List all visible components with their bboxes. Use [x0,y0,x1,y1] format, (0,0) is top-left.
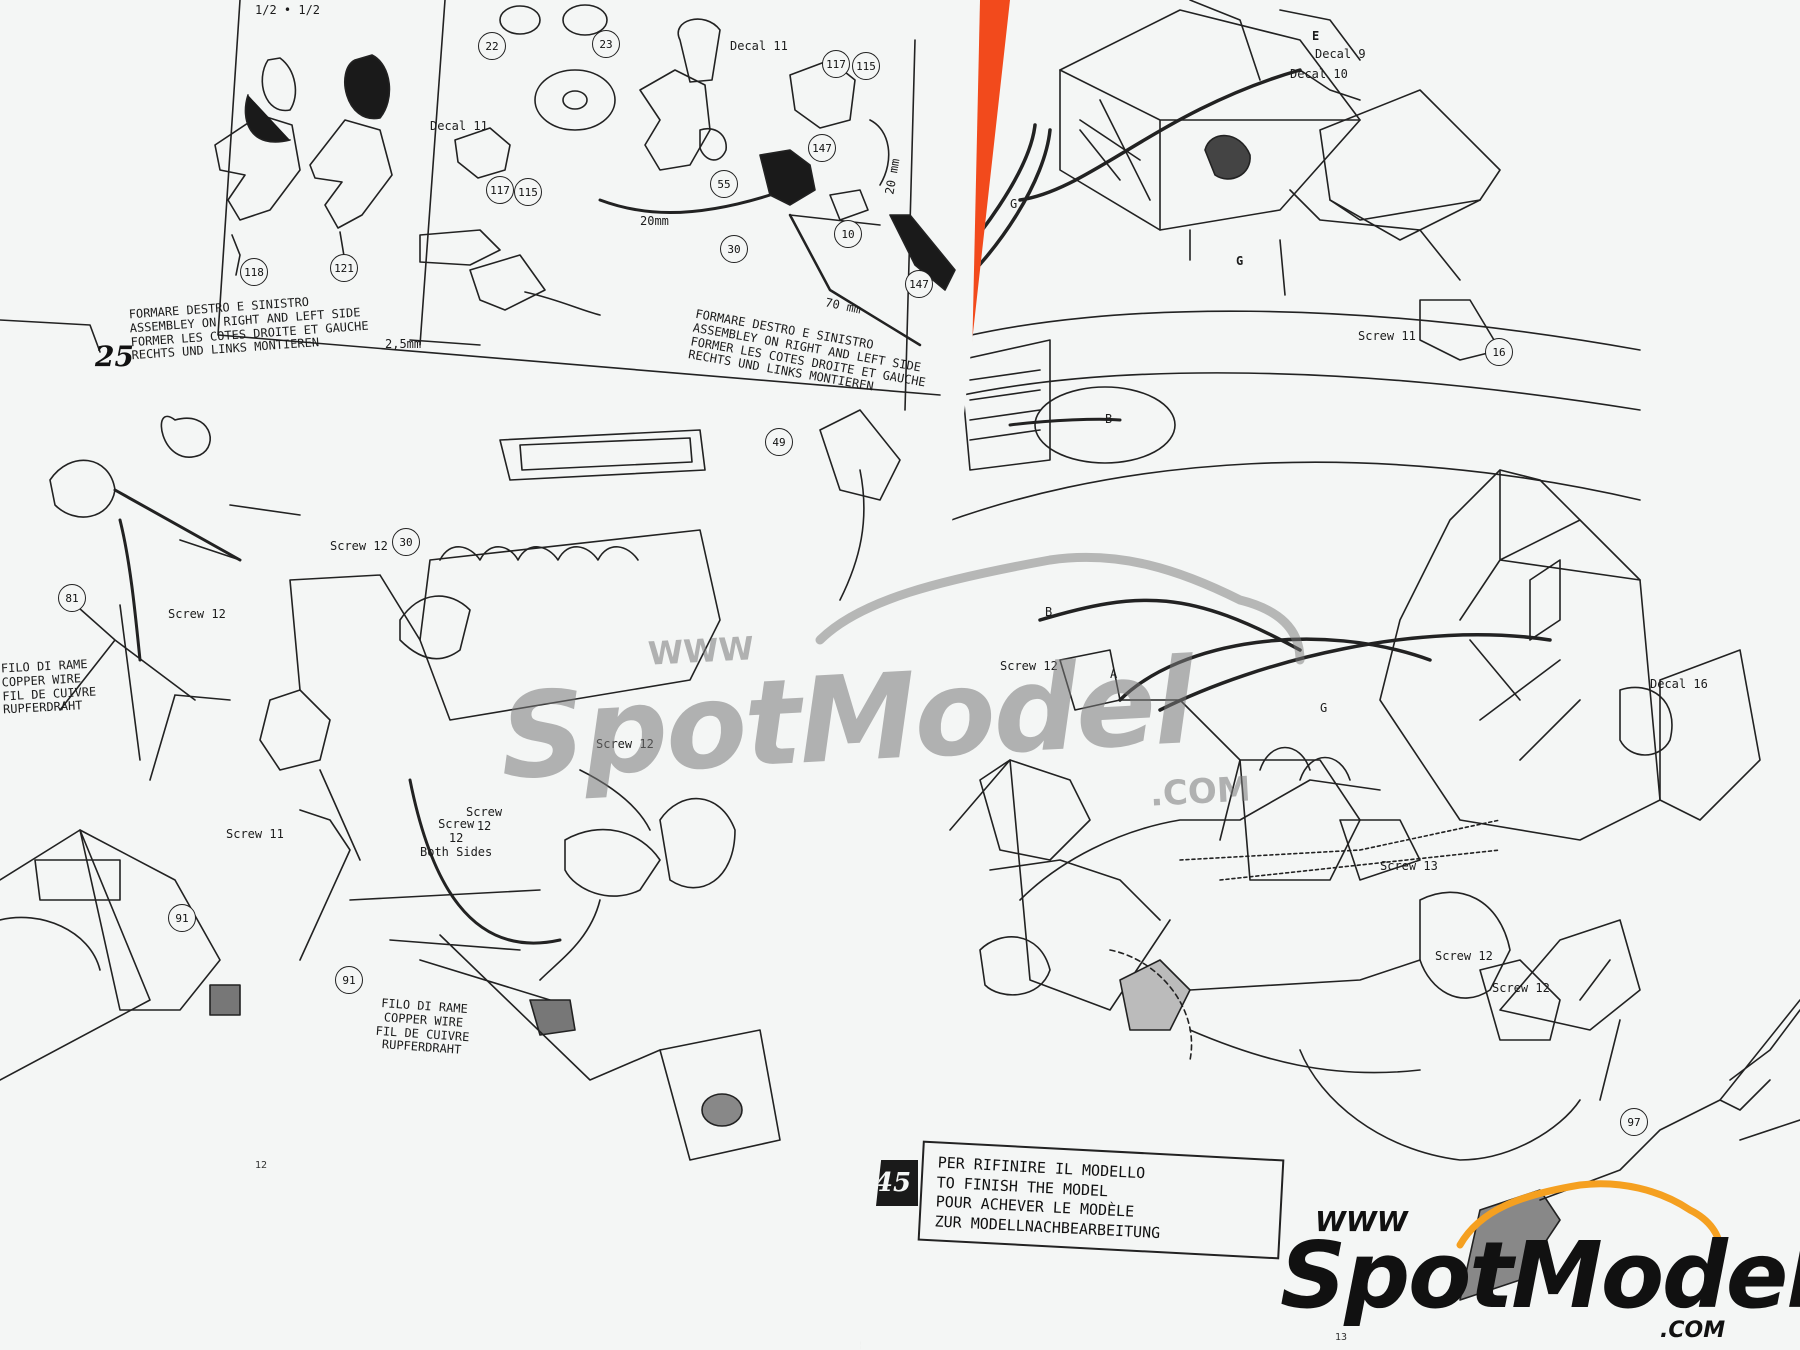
fraction-label: 1/2 • 1/2 [255,3,321,17]
screw-11-label: Screw 11 [1358,329,1416,343]
finish-the-model-caption: PER RIFINIRE IL MODELLO TO FINISH THE MO… [917,1140,1285,1260]
screw-12-label-a: Screw 12 [330,539,388,553]
letter-mark-b-lower: B [1045,605,1053,619]
part-callout-147-b: 147 [905,270,933,298]
letter-mark-a-lower: A [1110,667,1118,681]
copper-wire-caption-left: FILO DI RAME COPPER WIRE FIL DE CUIVRE R… [1,657,98,718]
screw-12-both-sides-label: Screw 12 Both Sides [420,817,493,859]
part-callout-147-a: 147 [808,134,836,162]
part-callout-16-right: 16 [1485,338,1513,366]
screw-both-sides: Both Sides [420,844,493,859]
screw-11-label: Screw 11 [226,827,284,842]
part-callout-115-a: 115 [852,52,880,80]
logo-brand: SpotModel [1280,1222,1800,1329]
part-callout-49: 49 [765,428,793,456]
screw-word: Screw [466,805,503,819]
copper-wire-caption-right: FILO DI RAME COPPER WIRE FIL DE CUIVRE R… [374,996,472,1059]
part-callout-23: 23 [592,30,620,58]
screw-number: 12 [476,818,492,833]
screw-12-label-d: Screw 12 [466,805,503,834]
part-callout-121: 121 [330,254,358,282]
left-page-diagram [0,0,956,1161]
watermark-com: .COM [1149,769,1252,815]
letter-mark-g-top: G [1010,197,1018,211]
part-callout-115-b: 115 [514,178,542,206]
dimension-2-5mm: 2,5mm [385,337,422,351]
decal-16-label: Decal 16 [1650,677,1708,691]
screw-13-label: Screw 13 [1380,859,1438,873]
screw-number: 12 [448,830,464,845]
part-callout-22: 22 [478,32,506,60]
part-callout-55: 55 [710,170,738,198]
screw-word: Screw [438,817,475,831]
screw-12-label-b: Screw 12 [168,607,226,621]
page-number-13: 13 [1335,1332,1348,1343]
part-callout-117-b: 117 [486,176,514,204]
part-callout-91-a: 91 [168,904,196,932]
decal-9-label: Decal 9 [1315,47,1366,61]
logo-www: WWW [1315,1205,1408,1238]
letter-mark-g-marker: G [1236,254,1244,268]
decal-11-label-a: Decal 11 [430,119,488,133]
screw-11-text: Screw 11 [226,827,284,841]
part-callout-91-b: 91 [335,966,363,994]
logo-com: .COM [1660,1318,1726,1343]
step-number-25: 25 [95,340,134,373]
part-callout-118: 118 [240,258,268,286]
screw-12-label-c: Screw 12 [596,737,654,751]
decal-11-label-b: Decal 11 [730,39,788,53]
letter-mark-g-lower: G [1320,701,1328,715]
right-page: Decal 9 Decal 10 Decal 16 E G G B A B B … [860,0,1800,1350]
screw-12-label-bottom: Screw 12 [1492,981,1550,995]
part-callout-81: 81 [58,584,86,612]
left-page: 1/2 • 1/2 Decal 11 Decal 11 20mm 20 mm 7… [0,0,980,1350]
page-number-12: 12 [255,1160,268,1171]
decal-10-label: Decal 10 [1290,67,1348,81]
part-callout-30-top: 30 [720,235,748,263]
dimension-20mm-a: 20mm [640,214,669,228]
part-callout-117-a: 117 [822,50,850,78]
part-callout-30: 30 [392,528,420,556]
part-callout-97: 97 [1620,1108,1648,1136]
part-callout-10: 10 [834,220,862,248]
letter-mark-e: E [1312,29,1320,43]
letter-mark-b-middle: B [1105,412,1113,426]
screw-12-label-mid: Screw 12 [1435,949,1493,963]
